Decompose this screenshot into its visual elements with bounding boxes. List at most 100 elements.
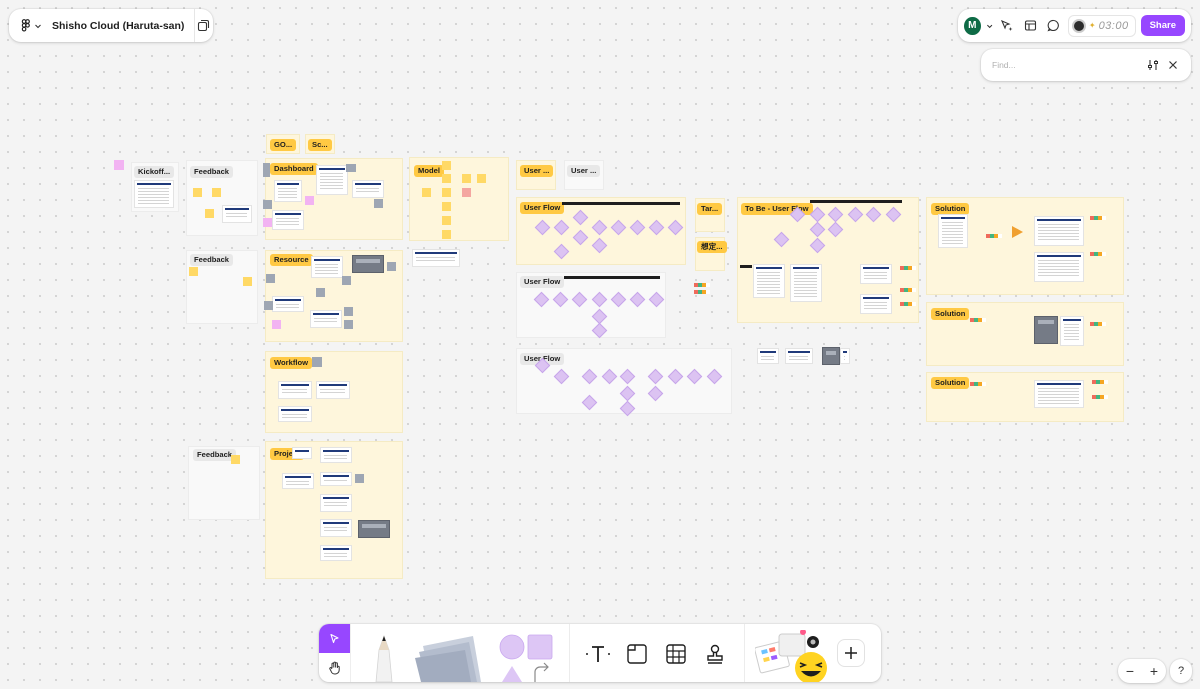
doc-thumbnail[interactable] (316, 381, 350, 399)
doc-thumbnail[interactable] (1034, 216, 1084, 246)
help-button[interactable]: ? (1170, 659, 1192, 683)
main-menu-button[interactable] (9, 9, 48, 42)
sticky-note[interactable] (212, 188, 221, 197)
screenshot-thumbnail[interactable] (358, 520, 390, 538)
sticky-note[interactable] (266, 274, 275, 283)
hand-tool[interactable] (319, 653, 350, 682)
doc-thumbnail[interactable] (938, 214, 968, 248)
text-tool[interactable] (583, 639, 613, 669)
sticky-note[interactable] (264, 301, 273, 310)
doc-thumbnail[interactable] (292, 447, 312, 459)
pencil-tool[interactable] (367, 630, 401, 683)
section-label-tar[interactable]: Tar... (697, 203, 723, 216)
zoom-in-button[interactable]: + (1149, 663, 1159, 679)
sticky-note[interactable] (442, 161, 451, 170)
sticky-note[interactable] (316, 288, 325, 297)
section-label-resource[interactable]: Resource (270, 254, 313, 267)
section-label-souteii[interactable]: 想定... (697, 241, 727, 254)
doc-thumbnail[interactable] (320, 545, 352, 561)
section-label-solution[interactable]: Solution (931, 377, 970, 390)
more-tool[interactable] (837, 639, 865, 667)
filter-button[interactable] (1143, 55, 1163, 75)
file-title[interactable]: Shisho Cloud (Haruta-san) (52, 19, 185, 32)
ai-assist-button[interactable] (998, 16, 1016, 36)
doc-thumbnail[interactable] (753, 264, 785, 298)
screenshot-thumbnail[interactable] (1034, 316, 1058, 344)
section-label-user-flow[interactable]: User Flow (520, 202, 565, 215)
sticky-note[interactable] (263, 218, 272, 227)
sticky-note[interactable] (344, 307, 353, 316)
sticky-note[interactable] (263, 200, 272, 209)
section-label-user-flow[interactable]: User Flow (520, 276, 565, 289)
share-button[interactable]: Share (1140, 15, 1185, 36)
diagram-thumbnail[interactable] (412, 249, 460, 267)
zoom-out-button[interactable]: − (1125, 663, 1135, 679)
sticky-note[interactable] (462, 174, 471, 183)
doc-thumbnail[interactable] (860, 264, 892, 284)
sticky-note[interactable] (355, 474, 364, 483)
doc-thumbnail[interactable] (310, 310, 342, 328)
doc-thumbnail[interactable] (1034, 252, 1084, 282)
section-tool[interactable] (622, 639, 652, 669)
sticky-note[interactable] (114, 160, 124, 170)
doc-thumbnail[interactable] (352, 180, 384, 198)
sticky-note[interactable] (442, 202, 451, 211)
doc-thumbnail[interactable] (272, 210, 304, 230)
doc-thumbnail[interactable] (311, 256, 343, 278)
doc-thumbnail[interactable] (282, 473, 314, 489)
sticky-note[interactable] (462, 188, 471, 197)
section-label-workflow[interactable]: Workflow (270, 357, 313, 370)
sticky-note[interactable] (442, 230, 451, 239)
sticky-note[interactable] (422, 188, 431, 197)
doc-thumbnail[interactable] (272, 296, 304, 312)
section-label-dashboard[interactable]: Dashboard (270, 163, 318, 176)
move-tool[interactable] (319, 624, 350, 653)
widgets-tool[interactable] (754, 629, 833, 684)
sticky-note[interactable] (387, 262, 396, 271)
chevron-down-icon[interactable] (986, 22, 993, 30)
doc-thumbnail[interactable] (316, 165, 348, 195)
shape-tool[interactable] (497, 632, 557, 682)
doc-thumbnail[interactable] (278, 381, 312, 399)
sticky-note[interactable] (374, 199, 383, 208)
doc-thumbnail[interactable] (860, 294, 892, 314)
sticky-note[interactable] (272, 320, 281, 329)
doc-thumbnail[interactable] (790, 264, 822, 302)
doc-thumbnail[interactable] (320, 472, 352, 486)
comment-button[interactable] (1045, 16, 1063, 36)
sticky-note[interactable] (442, 174, 451, 183)
stamp-tool[interactable] (700, 639, 730, 669)
doc-thumbnail[interactable] (134, 180, 174, 208)
sticky-note[interactable] (442, 188, 451, 197)
sticky-note[interactable] (243, 277, 252, 286)
doc-thumbnail[interactable] (320, 519, 352, 537)
sticky-note[interactable] (305, 196, 314, 205)
section-label-solution[interactable]: Solution (931, 308, 970, 321)
sticky-note[interactable] (189, 267, 198, 276)
search-input[interactable] (992, 60, 1143, 70)
section-label-feedback[interactable]: Feedback (190, 166, 234, 179)
section-label-model[interactable]: Model (414, 165, 444, 178)
sticky-note[interactable] (342, 276, 351, 285)
doc-thumbnail[interactable] (320, 494, 352, 512)
doc-thumbnail[interactable] (1060, 316, 1084, 346)
section-label-user[interactable]: User ... (567, 165, 601, 178)
screenshot-thumbnail[interactable] (352, 255, 384, 273)
doc-thumbnail[interactable] (785, 348, 813, 364)
section-label-user[interactable]: User ... (520, 165, 554, 178)
doc-thumbnail[interactable] (840, 348, 850, 364)
sticky-note[interactable] (344, 320, 353, 329)
doc-thumbnail[interactable] (320, 447, 352, 463)
timer-widget[interactable]: ✦ 03:00 (1067, 14, 1136, 37)
layout-button[interactable] (1021, 16, 1039, 36)
section-label-go[interactable]: GO... (270, 139, 297, 152)
sticky-note[interactable] (312, 357, 322, 367)
doc-thumbnail[interactable] (1034, 380, 1084, 408)
sticky-note[interactable] (442, 216, 451, 225)
doc-thumbnail[interactable] (274, 180, 302, 202)
avatar[interactable]: M (964, 16, 981, 35)
section-label-feedback[interactable]: Feedback (193, 449, 237, 462)
close-find-button[interactable] (1163, 55, 1183, 75)
section-label-feedback[interactable]: Feedback (190, 254, 234, 267)
sticky-note[interactable] (346, 164, 356, 172)
